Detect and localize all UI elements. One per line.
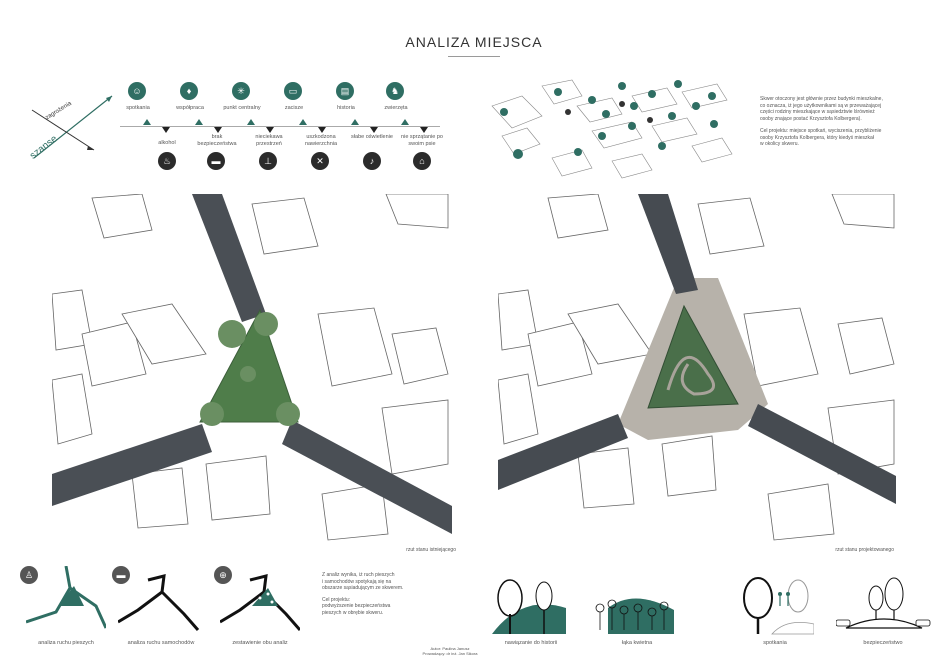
chance-label: historia <box>337 105 355 111</box>
chance-item: ♦ <box>180 82 198 100</box>
chance-item: ✳ <box>232 82 250 100</box>
dog-waste-icon: ⌂ <box>413 152 431 170</box>
chance-label: punkt centralny <box>223 105 261 111</box>
analysis-label: zestawienie obu analiz <box>232 640 288 646</box>
analysis-icon: ▬ <box>112 566 130 584</box>
meadow-illustration <box>595 598 674 634</box>
designed-plan <box>498 194 896 544</box>
chance-label: zwierzęta <box>384 105 408 111</box>
description-line: Skwer otoczony jest głównie przez budynk… <box>760 96 883 102</box>
chance-label: współpraca <box>176 105 204 111</box>
handshake-icon: ♦ <box>180 82 198 100</box>
timeline-markers <box>143 119 428 133</box>
analysis-text-line: pieszych w obrębie skweru. <box>322 609 384 616</box>
threat-item: ♪ <box>363 152 381 170</box>
context-axonometric <box>491 79 733 179</box>
analysis-text-line: i samochodów spotykają się na <box>322 578 392 585</box>
page-title: ANALIZA MIEJSCA <box>405 34 543 50</box>
title-underline <box>448 56 500 57</box>
description-line: w okolicy skweru. <box>760 141 799 147</box>
existing-plan-label: rzut stanu istniejącego <box>406 547 456 553</box>
concept-label: bezpieczeństwo <box>863 640 903 646</box>
chance-label: zacisze <box>284 105 304 111</box>
credits-supervisor: Prowadzący: dr inż. Jan Sikora <box>422 651 478 656</box>
tools-icon: ✕ <box>311 152 329 170</box>
chance-item: ▤ <box>336 82 354 100</box>
threat-item: ⌂ <box>413 152 431 170</box>
concept-label: spotkania <box>763 640 787 646</box>
threat-item: ⊥ <box>259 152 277 170</box>
threat-label: alkohol <box>158 140 176 146</box>
description-line: co oznacza, iż jego użytkownikami są w p… <box>760 102 882 109</box>
pedestrian-icon: ♙ <box>20 566 38 584</box>
analysis-label: analiza ruchu samochodów <box>127 640 195 646</box>
people-icon: ☺ <box>128 82 146 100</box>
combined-analysis-map <box>220 574 300 631</box>
concept-label: łąka kwietna <box>621 640 653 646</box>
threat-item: ✕ <box>311 152 329 170</box>
chance-item: ▭ <box>284 82 302 100</box>
glass-icon: ♨ <box>158 152 176 170</box>
analysis-icon: ⊕ <box>214 566 232 584</box>
book-icon: ▤ <box>336 82 354 100</box>
lamp-icon: ♪ <box>363 152 381 170</box>
description-line: części rodziny mieszkające w sąsiedztwie… <box>760 109 875 115</box>
empty-space-icon: ⊥ <box>259 152 277 170</box>
pedestrian-analysis-map <box>26 566 106 629</box>
chance-item: ☺ <box>128 82 146 100</box>
chance-label: spotkania <box>126 105 150 111</box>
car-analysis-map <box>118 574 200 631</box>
description-line: osoby znające postać Krzysztofa Kolberge… <box>760 115 862 122</box>
threat-label: słabe oświetlenie <box>351 134 393 140</box>
analysis-label: analiza ruchu pieszych <box>38 640 94 646</box>
bench-icon: ▭ <box>284 82 302 100</box>
analysis-text-line: Cel projektu: <box>322 596 351 603</box>
description-line: osoby Krzysztofa Kolbergera, który kiedy… <box>760 134 874 141</box>
analysis-text: Z analiz wynika, iż ruch pieszych i samo… <box>322 572 462 616</box>
analysis-text-line: podwyższenie bezpieczeństwa <box>322 603 391 609</box>
network-icon: ✳ <box>232 82 250 100</box>
timeline-line <box>120 126 440 127</box>
description-line: Cel projektu: miejsce spotkań, wyciszeni… <box>760 128 882 134</box>
threat-item: ♨ <box>158 152 176 170</box>
credits: Autor: Paulina Janusz Prowadzący: dr inż… <box>410 646 490 656</box>
concept-label: nawiązanie do historii <box>504 640 558 646</box>
threat-label: nie sprzątanie po swoim psie <box>401 134 443 147</box>
axes-diagram <box>31 95 113 159</box>
history-illustration <box>492 579 566 634</box>
chance-item: ♞ <box>386 82 404 100</box>
threat-label: brak bezpieczeństwa <box>197 134 237 147</box>
threat-label: nieciekawa przestrzeń <box>255 134 283 147</box>
threat-label: uszkodzona nawierzchnia <box>304 134 338 147</box>
analysis-icon: ♙ <box>20 566 38 584</box>
analysis-text-line: Z analiz wynika, iż ruch pieszych <box>322 572 395 578</box>
dog-icon: ♞ <box>386 82 404 100</box>
safety-illustration <box>836 577 931 629</box>
threat-item: ▬ <box>207 152 225 170</box>
analysis-text-line: obszarze sąsiadującym ze skwerem. <box>322 585 404 591</box>
description-text: Skwer otoczony jest głównie przez budynk… <box>760 96 920 148</box>
credits-author: Autor: Paulina Janusz <box>430 646 470 651</box>
car-icon: ▬ <box>112 566 130 584</box>
combined-icon: ⊕ <box>214 566 232 584</box>
meeting-illustration <box>743 577 814 635</box>
car-icon: ▬ <box>207 152 225 170</box>
designed-plan-label: rzut stanu projektowanego <box>835 547 894 553</box>
existing-plan <box>52 194 452 544</box>
